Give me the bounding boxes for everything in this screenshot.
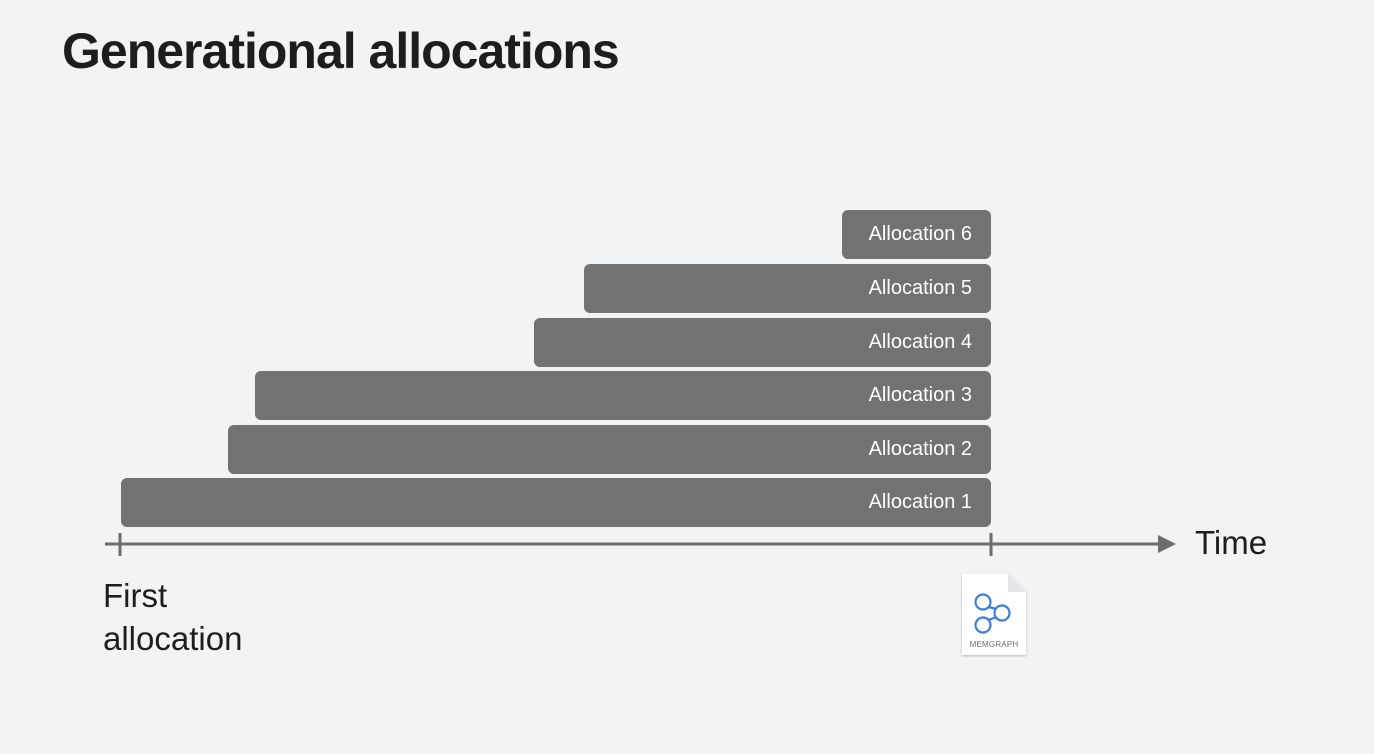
time-axis-label: Time bbox=[1195, 524, 1268, 561]
allocation-label: Allocation 6 bbox=[868, 223, 972, 245]
allocation-label: Allocation 5 bbox=[868, 277, 972, 299]
allocation-bar-2: Allocation 2 bbox=[228, 425, 991, 474]
allocation-label: Allocation 1 bbox=[868, 491, 972, 513]
allocation-bar-5: Allocation 5 bbox=[584, 264, 991, 313]
page-title: Generational allocations bbox=[62, 23, 620, 79]
first-allocation-label: First allocation bbox=[103, 574, 242, 660]
allocation-bar-6: Allocation 6 bbox=[842, 210, 991, 259]
allocation-bar-4: Allocation 4 bbox=[534, 318, 991, 367]
first-allocation-line-2: allocation bbox=[103, 620, 243, 657]
first-allocation-line-1: First bbox=[103, 577, 168, 614]
allocation-label: Allocation 4 bbox=[868, 331, 972, 353]
allocation-bar-1: Allocation 1 bbox=[121, 478, 991, 527]
allocation-label: Allocation 3 bbox=[868, 384, 972, 406]
memgraph-label: MEMGRAPH bbox=[969, 640, 1019, 649]
allocation-bar-3: Allocation 3 bbox=[255, 371, 991, 420]
memgraph-file-icon: MEMGRAPH bbox=[959, 572, 1029, 658]
time-axis-arrowhead bbox=[1158, 535, 1176, 553]
allocation-label: Allocation 2 bbox=[868, 438, 972, 460]
